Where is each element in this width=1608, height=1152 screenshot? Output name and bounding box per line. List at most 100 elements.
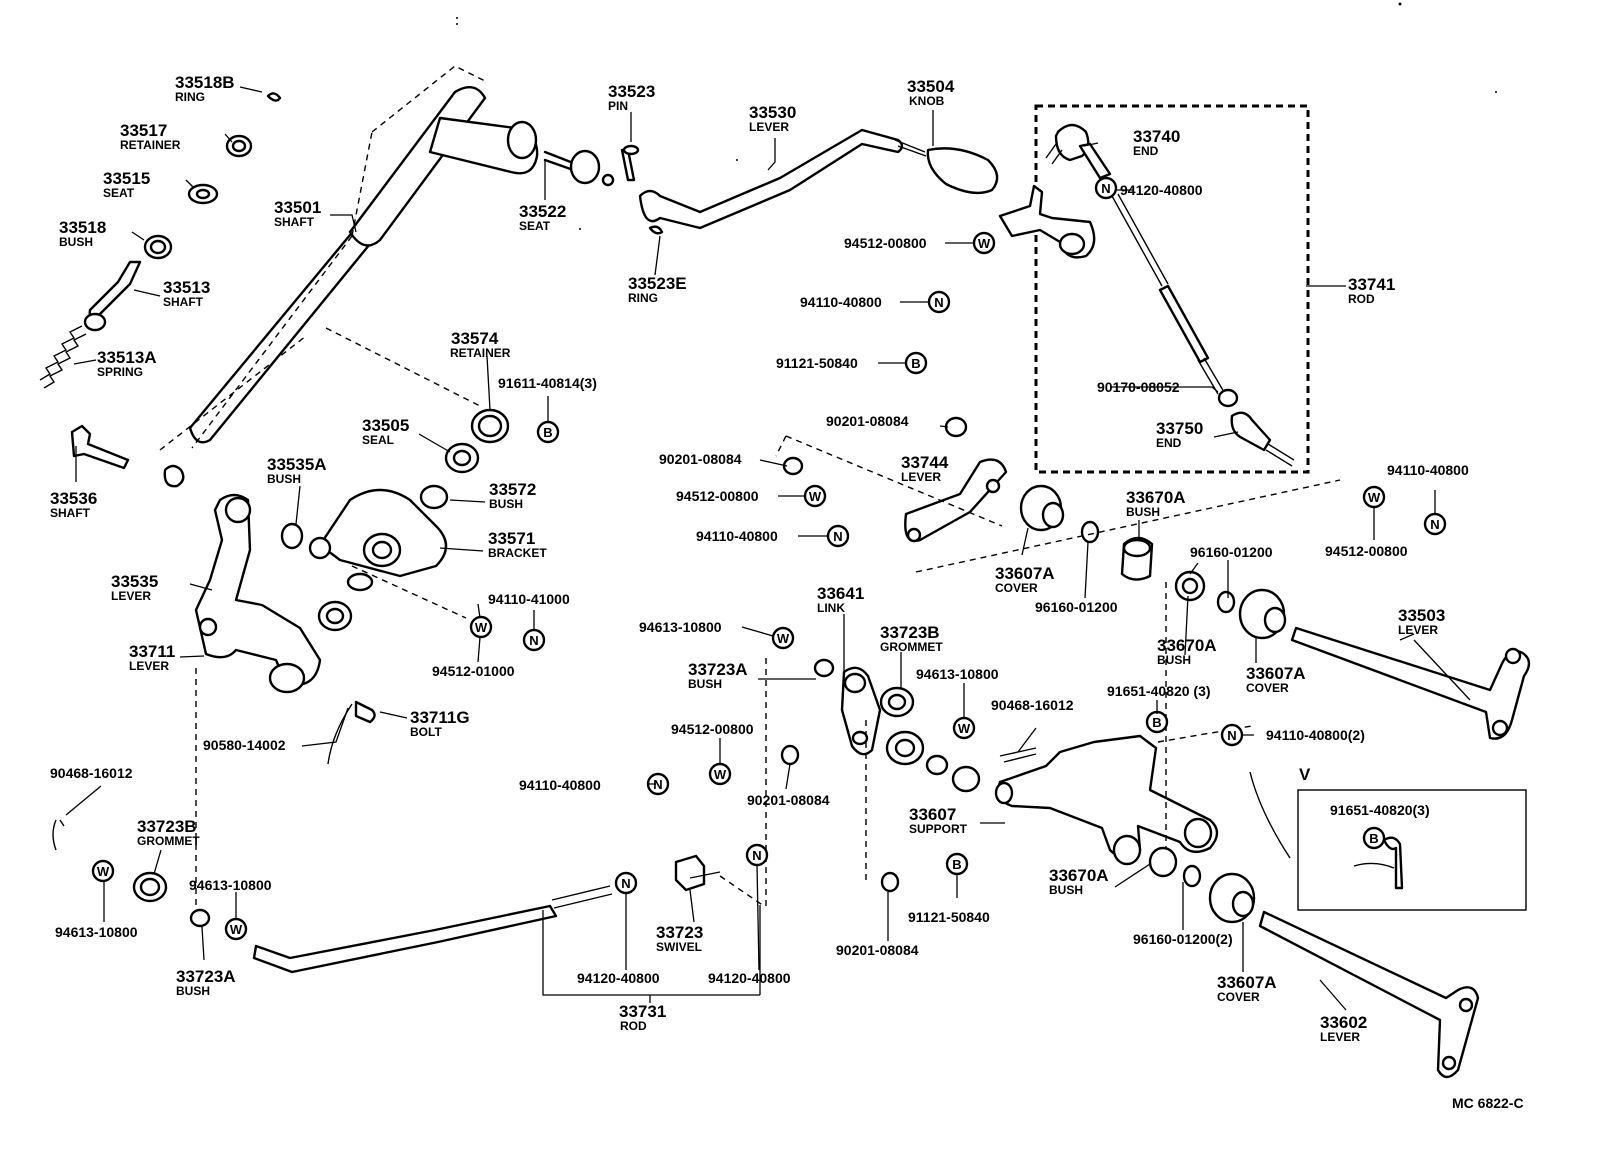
svg-text:90468-16012: 90468-16012 bbox=[50, 765, 133, 781]
svg-text:B: B bbox=[1369, 831, 1378, 846]
svg-text:90201-08084: 90201-08084 bbox=[747, 792, 830, 808]
svg-text:33572: 33572 bbox=[489, 480, 536, 499]
svg-text:94613-10800: 94613-10800 bbox=[639, 619, 722, 635]
part-label: 90201-08084 bbox=[659, 451, 742, 467]
svg-text:N: N bbox=[833, 529, 842, 544]
svg-text:33571: 33571 bbox=[488, 529, 535, 548]
svg-text:90201-08084: 90201-08084 bbox=[659, 451, 742, 467]
bolt-symbol: B bbox=[536, 420, 560, 444]
svg-text:94110-40800: 94110-40800 bbox=[800, 294, 882, 310]
svg-text:BRACKET: BRACKET bbox=[488, 546, 547, 560]
part-label: 94120-40800 bbox=[577, 970, 660, 986]
svg-text:33517: 33517 bbox=[120, 121, 167, 140]
svg-text:94512-01000: 94512-01000 bbox=[432, 663, 515, 679]
svg-text:94110-41000: 94110-41000 bbox=[488, 591, 570, 607]
lever-33530-group bbox=[543, 128, 999, 235]
support-33607 bbox=[994, 725, 1253, 866]
svg-text:KNOB: KNOB bbox=[909, 94, 945, 108]
part-label: 94110-40800 bbox=[519, 777, 601, 793]
part-label: 91611-40814(3) bbox=[498, 375, 597, 391]
svg-text:SWIVEL: SWIVEL bbox=[656, 940, 702, 954]
svg-text:94512-00800: 94512-00800 bbox=[1325, 543, 1408, 559]
svg-text:B: B bbox=[1152, 715, 1161, 730]
svg-text:94613-10800: 94613-10800 bbox=[55, 924, 138, 940]
svg-text:33505: 33505 bbox=[362, 416, 409, 435]
svg-text:33501: 33501 bbox=[274, 198, 321, 217]
svg-text:90170-08052: 90170-08052 bbox=[1097, 379, 1180, 395]
svg-text:33741: 33741 bbox=[1348, 275, 1395, 294]
part-label: 94110-40800 bbox=[800, 294, 882, 310]
svg-text:N: N bbox=[653, 777, 662, 792]
svg-text:90201-08084: 90201-08084 bbox=[826, 413, 909, 429]
part-label: 96160-01200 bbox=[1190, 544, 1273, 560]
svg-text:33513: 33513 bbox=[163, 278, 210, 297]
part-label: 90201-08084 bbox=[826, 413, 909, 429]
svg-text:N: N bbox=[621, 876, 630, 891]
part-label: 94613-10800 bbox=[916, 666, 999, 682]
part-label: 94120-40800 bbox=[1396, 183, 1479, 199]
part-label: 94613-10800 bbox=[639, 619, 722, 635]
svg-text:W: W bbox=[809, 489, 822, 504]
part-label: 94110-40800 bbox=[696, 528, 778, 544]
svg-text:33670A: 33670A bbox=[1126, 488, 1186, 507]
svg-text:33711G: 33711G bbox=[410, 708, 470, 727]
svg-text:33711: 33711 bbox=[129, 642, 175, 661]
part-label: 90468-16012 bbox=[50, 765, 133, 781]
svg-text:33740: 33740 bbox=[1133, 127, 1180, 146]
svg-text:N: N bbox=[1430, 517, 1439, 532]
svg-text:33607A: 33607A bbox=[1217, 973, 1277, 992]
lever-33744-group bbox=[775, 416, 1341, 573]
small-parts-left bbox=[39, 92, 282, 488]
svg-text:33523: 33523 bbox=[608, 82, 655, 101]
part-label: 94512-01000 bbox=[432, 663, 515, 679]
svg-text:94110-40800: 94110-40800 bbox=[696, 528, 778, 544]
part-label: 94120-40800 bbox=[708, 970, 791, 986]
diagram-code: MC 6822-C bbox=[1452, 1095, 1524, 1111]
svg-text:W: W bbox=[475, 620, 488, 635]
part-label: 90170-08052 bbox=[1097, 379, 1180, 395]
svg-text:BUSH: BUSH bbox=[1157, 653, 1191, 667]
washer-symbol: W bbox=[803, 484, 827, 508]
bolt-symbol: B bbox=[1145, 710, 1169, 734]
svg-text:COVER: COVER bbox=[995, 581, 1038, 595]
svg-text:33641: 33641 bbox=[817, 584, 864, 603]
washer-symbol: W bbox=[771, 626, 795, 650]
svg-text:B: B bbox=[911, 356, 920, 371]
svg-text:BUSH: BUSH bbox=[1126, 505, 1160, 519]
svg-text:BOLT: BOLT bbox=[410, 725, 442, 739]
lever-33503-group bbox=[1120, 536, 1531, 850]
part-label: 91651-40820 (3) bbox=[1107, 683, 1211, 699]
svg-text:33723: 33723 bbox=[656, 923, 703, 942]
svg-text:94120-40800: 94120-40800 bbox=[577, 970, 660, 986]
svg-text:GROMMET: GROMMET bbox=[880, 640, 943, 654]
svg-text:B: B bbox=[952, 857, 961, 872]
svg-text:BUSH: BUSH bbox=[489, 497, 523, 511]
svg-text:W: W bbox=[1368, 490, 1381, 505]
svg-text:33670A: 33670A bbox=[1157, 636, 1217, 655]
svg-text:RING: RING bbox=[175, 90, 205, 104]
svg-text:END: END bbox=[1133, 144, 1159, 158]
svg-text:94110-40800: 94110-40800 bbox=[1387, 462, 1469, 478]
view-v-inset bbox=[1249, 771, 1527, 911]
nut-symbol: N bbox=[826, 524, 850, 548]
svg-text:91611-40814(3): 91611-40814(3) bbox=[498, 375, 597, 391]
washer-symbol: W bbox=[708, 762, 732, 786]
bolt-symbol: B bbox=[945, 852, 969, 876]
svg-text:33513A: 33513A bbox=[97, 348, 157, 367]
svg-text:33503: 33503 bbox=[1398, 606, 1445, 625]
